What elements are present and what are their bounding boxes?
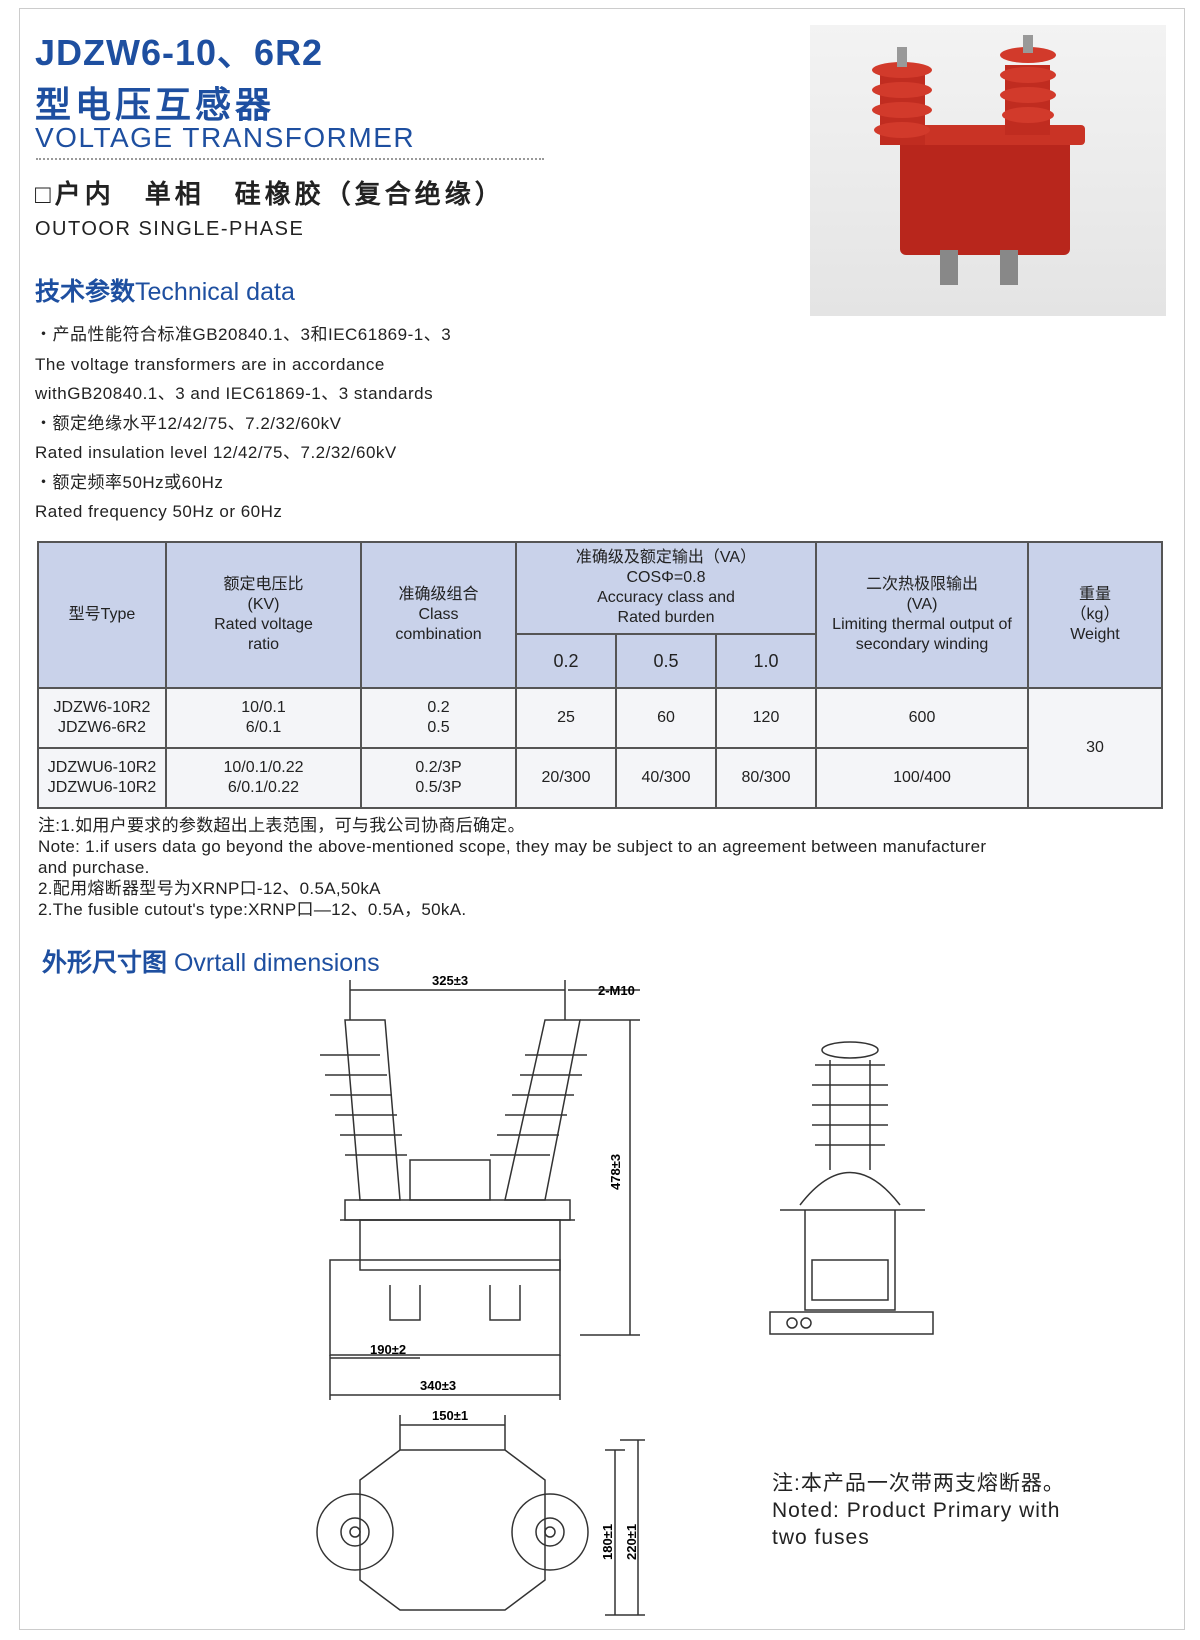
spec-line: Rated frequency 50Hz or 60Hz <box>35 502 283 521</box>
note-line: Note: 1.if users data go beyond the abov… <box>38 837 987 856</box>
col-burden-02: 0.2 <box>515 633 617 689</box>
dim-d1: 180±1 <box>600 1524 615 1560</box>
footnote-line: 注:本产品一次带两支熔断器。 <box>772 1472 1065 1495</box>
dim-d2: 220±1 <box>624 1524 639 1560</box>
col-type: 型号Type <box>37 541 167 689</box>
dim-base: 340±3 <box>420 1378 456 1393</box>
tech-heading: 技术参数Technical data <box>35 272 295 308</box>
subtitle-en: OUTOOR SINGLE-PHASE <box>35 218 305 240</box>
footnote: 注:本产品一次带两支熔断器。 Noted: Product Primary wi… <box>772 1470 1065 1551</box>
subtitle-cn: □户内 单相 硅橡胶（复合绝缘） <box>35 179 505 209</box>
front-view <box>320 980 640 1400</box>
tech-heading-en: Technical data <box>135 278 295 306</box>
spec-line: ・额定频率50Hz或60Hz <box>35 472 224 492</box>
note-line: 注:1.如用户要求的参数超出上表范围，可与我公司协商后确定。 <box>38 816 525 835</box>
model-title: JDZW6-10、6R2 <box>35 32 324 73</box>
col-weight: 重量（kg）Weight <box>1027 541 1163 689</box>
spec-line: The voltage transformers are in accordan… <box>35 354 385 374</box>
bottom-view <box>316 1415 645 1616</box>
product-photo <box>810 25 1166 316</box>
tech-heading-cn: 技术参数 <box>35 278 136 306</box>
note-line: and purchase. <box>38 858 150 877</box>
col-burden-05: 0.5 <box>615 633 717 689</box>
page-frame <box>19 8 1185 1630</box>
dimensions-heading: 外形尺寸图 Ovrtall dimensions <box>42 949 380 977</box>
note-line: 2.The fusible cutout's type:XRNP口—12、0.5… <box>38 900 467 919</box>
dim-top: 325±3 <box>432 973 468 988</box>
dimension-drawings: 325±3 2-M10 478±3 190±2 340±3 150±1 180±… <box>316 973 934 1616</box>
dotted-divider <box>36 158 544 160</box>
dim-height: 478±3 <box>608 1154 623 1190</box>
dim-inner: 190±2 <box>370 1342 406 1357</box>
title-en: VOLTAGE TRANSFORMER <box>35 122 416 153</box>
spec-line: ・产品性能符合标准GB20840.1、3和IEC61869-1、3 <box>35 325 452 344</box>
right-insulator <box>490 1019 587 1201</box>
col-burden-10: 1.0 <box>715 633 817 689</box>
spec-line: withGB20840.1、3 and IEC61869-1、3 standar… <box>35 384 434 403</box>
dim-plan: 150±1 <box>432 1408 468 1423</box>
weight-cell: 30 <box>1027 687 1163 809</box>
spec-line: Rated insulation level 12/42/75、7.2/32/6… <box>35 443 397 462</box>
spec-line: ・额定绝缘水平12/42/75、7.2/32/60kV <box>35 413 342 433</box>
notes: 注:1.如用户要求的参数超出上表范围，可与我公司协商后确定。 Note: 1.i… <box>38 815 986 920</box>
side-view <box>769 1041 934 1335</box>
left-insulator <box>320 1019 407 1201</box>
footnote-line: two fuses <box>772 1526 870 1549</box>
spec-list: ・产品性能符合标准GB20840.1、3和IEC61869-1、3 The vo… <box>35 320 451 527</box>
note-line: 2.配用熔断器型号为XRNP口-12、0.5A,50kA <box>38 879 381 898</box>
title-cn: 型电压互感器 <box>35 84 276 125</box>
footnote-line: Noted: Product Primary with <box>772 1499 1061 1522</box>
dim-bolt: 2-M10 <box>598 983 635 998</box>
